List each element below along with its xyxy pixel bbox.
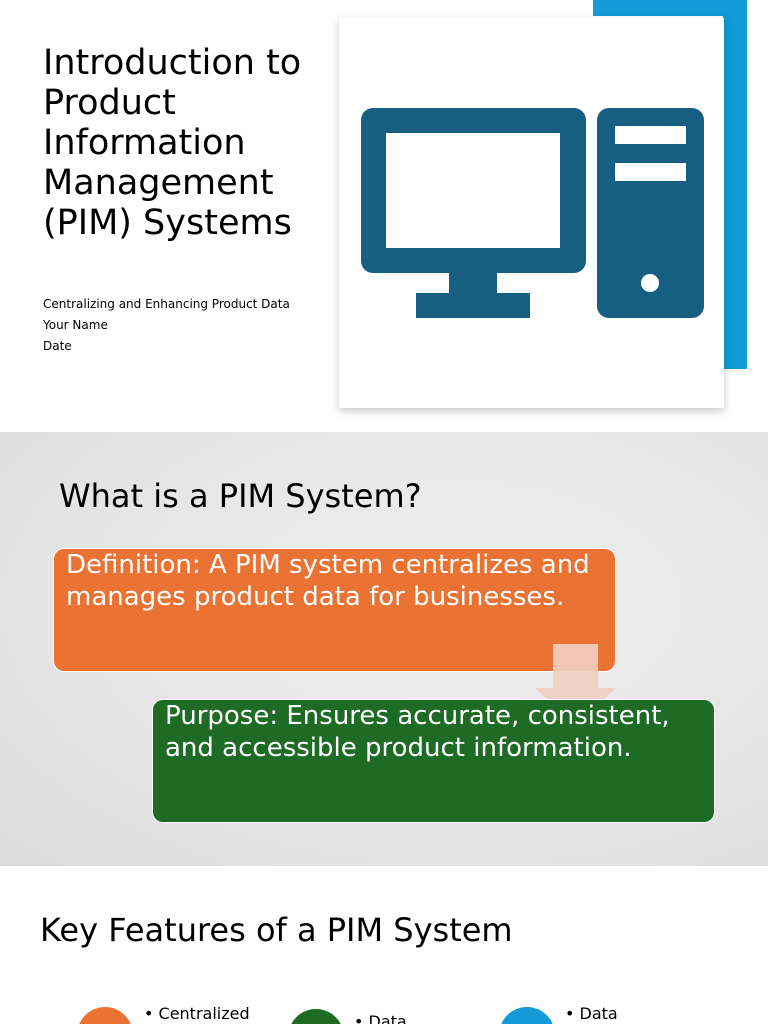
desktop-computer-icon xyxy=(361,108,704,318)
feature-label: • Data xyxy=(354,1012,407,1024)
feature-icon-data-secondary xyxy=(499,1007,555,1024)
slide-subtitle: Centralizing and Enhancing Product Data xyxy=(43,297,290,311)
definition-box: Definition: A PIM system centralizes and… xyxy=(53,548,616,672)
feature-label: • Data xyxy=(565,1004,618,1023)
title-slide: Introduction to Product Information Mana… xyxy=(0,0,768,432)
what-is-pim-slide: What is a PIM System? Definition: A PIM … xyxy=(0,432,768,866)
slide-title: What is a PIM System? xyxy=(59,477,422,515)
feature-label: • Centralized xyxy=(144,1004,250,1023)
feature-icon-centralized xyxy=(77,1007,133,1024)
key-features-slide: Key Features of a PIM System • Centraliz… xyxy=(0,866,768,1024)
purpose-box: Purpose: Ensures accurate, consistent, a… xyxy=(152,699,715,823)
feature-icon-data xyxy=(288,1009,344,1024)
image-card xyxy=(339,18,724,408)
slide-title: Key Features of a PIM System xyxy=(40,911,513,949)
presentation-date: Date xyxy=(43,339,72,353)
author-name: Your Name xyxy=(43,318,108,332)
slide-title: Introduction to Product Information Mana… xyxy=(43,43,302,243)
